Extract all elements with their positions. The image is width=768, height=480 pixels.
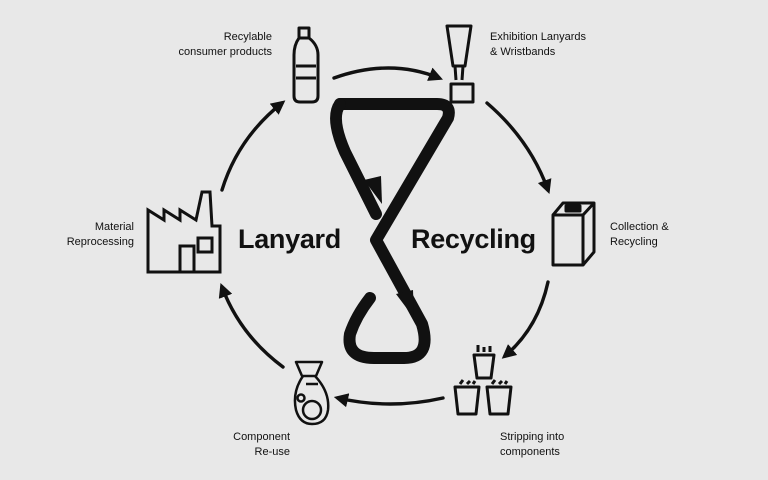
title-right-word: Recycling — [411, 224, 536, 254]
cycle-arrows — [218, 66, 552, 408]
arrow-lanyards-to-collection — [485, 101, 552, 195]
clip-hook-icon — [293, 360, 330, 426]
factory-icon — [146, 190, 222, 274]
arrow-reuse-to-reprocessing — [218, 282, 285, 369]
arrow-collection-to-stripping — [501, 280, 550, 359]
label-products: Recylable consumer products — [178, 31, 272, 58]
arrow-reprocessing-to-products — [220, 100, 286, 192]
bottle-icon — [292, 26, 320, 104]
arrow-products-to-lanyards — [332, 66, 443, 81]
recycling-bin-icon — [551, 201, 596, 267]
label-lanyards: Exhibition Lanyards & Wristbands — [490, 31, 587, 58]
label-collection: Collection & Recycling — [610, 221, 669, 248]
label-reprocessing: Material Reprocessing — [66, 221, 134, 248]
title-left-word: Lanyard — [238, 224, 341, 254]
lanyard-loop-logo-icon — [330, 98, 455, 364]
label-reuse: Component Re-use — [233, 431, 290, 458]
label-stripping: Stripping into components — [500, 431, 565, 458]
lanyard-icon — [445, 24, 475, 104]
component-bins-icon — [453, 345, 513, 416]
arrow-stripping-to-reuse — [333, 393, 445, 408]
